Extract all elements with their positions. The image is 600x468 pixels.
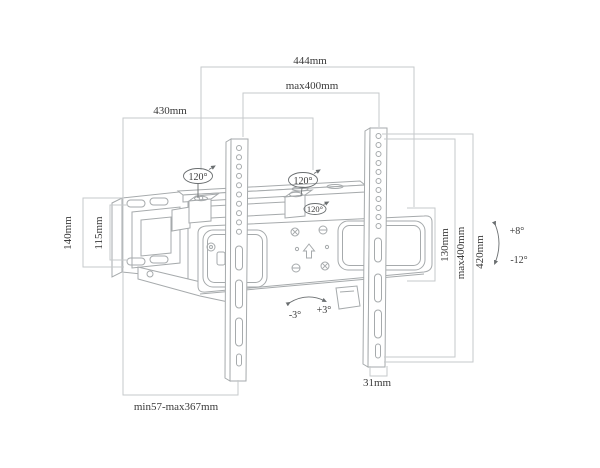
edge-screw <box>206 242 216 252</box>
edge-screw-center <box>209 245 213 249</box>
wall-plate-side-face <box>111 197 123 278</box>
swivel-left-arrow <box>208 165 216 170</box>
dimension-labels: 444mm max400mm 430mm 140mm 115mm 130mm m… <box>62 55 486 413</box>
dim-label-overall-width: 444mm <box>293 55 327 67</box>
swivel-right-leader <box>300 187 303 197</box>
lower-arm-joint <box>146 270 154 278</box>
wall-bracket-stub <box>171 206 191 232</box>
dim-label-rail-width: 31mm <box>363 377 392 389</box>
latch-block <box>216 251 226 266</box>
wall-plate-slot <box>149 197 169 206</box>
left-rail <box>224 138 249 382</box>
screw-icon <box>320 261 330 271</box>
screw-cross <box>291 228 299 236</box>
dim-line-arm-width-and-extension <box>122 117 314 396</box>
left-rail-front <box>229 138 249 382</box>
dim-line-rail-width <box>369 366 388 377</box>
screw-cross <box>321 262 329 270</box>
dim-line-vesa-width <box>242 92 380 137</box>
left-pivot-bolt <box>198 195 204 201</box>
dim-line-wall-plate-height <box>82 197 124 268</box>
swivel-joint-ellipse <box>303 203 327 215</box>
angle-labels: 120° 120° 120° -3° +3° +8° -12° <box>189 172 528 321</box>
wall-plate-inner-cutout <box>140 216 172 257</box>
arm-slot <box>326 184 344 189</box>
right-rail-slots <box>374 237 382 359</box>
dim-label-corner-bracket-height: 130mm <box>439 228 451 262</box>
center-screws <box>290 225 330 273</box>
angle-label-level-right: +3° <box>317 305 332 316</box>
dim-label-rail-length: 420mm <box>474 235 486 269</box>
angle-label-swivel-right: 120° <box>294 176 313 187</box>
tilt-arc <box>491 220 500 265</box>
dim-label-vesa-width: max400mm <box>286 80 339 92</box>
left-rail-holes <box>236 145 242 235</box>
level-arc <box>285 296 327 307</box>
tilt-bracket-line <box>339 290 355 293</box>
angle-annotations <box>183 165 500 307</box>
right-pivot-front <box>284 194 306 219</box>
dim-label-extension-range: min57-max367mm <box>134 401 219 413</box>
arm-link-bar <box>210 201 286 219</box>
up-arrow-icon <box>302 243 316 259</box>
right-pivot-cap <box>289 191 303 198</box>
dimension-lines <box>82 66 474 396</box>
angle-label-tilt-up: +8° <box>510 226 525 237</box>
dim-label-slot-spacing: 115mm <box>93 216 105 250</box>
swivel-left-ellipse <box>183 168 213 184</box>
wall-plate-slot <box>126 199 146 208</box>
dim-line-corner-bracket-height <box>407 207 436 282</box>
dim-label-vesa-height: max400mm <box>455 226 467 279</box>
right-rail-holes <box>375 133 382 229</box>
right-rail-front <box>367 127 388 368</box>
right-rail <box>362 127 388 368</box>
dim-line-vesa-height <box>384 138 456 358</box>
swivel-right-arrow <box>313 169 321 174</box>
angle-label-swivel-joint: 120° <box>307 204 323 214</box>
wall-plate-slot <box>149 255 169 264</box>
pin-hole <box>294 246 300 252</box>
angle-label-level-left: -3° <box>289 310 301 321</box>
dim-line-slot-spacing <box>109 204 128 261</box>
left-rail-slots <box>235 245 243 367</box>
dim-label-arm-width: 430mm <box>153 105 187 117</box>
angle-label-swivel-left: 120° <box>189 172 208 183</box>
swivel-right-ellipse <box>288 172 318 188</box>
wall-plate-slot <box>126 257 146 266</box>
left-pivot-front <box>188 198 212 224</box>
dim-label-wall-plate-height: 140mm <box>62 216 74 250</box>
screw-icon <box>290 227 300 237</box>
wall-plate-inner-frame <box>131 206 181 269</box>
tilt-bracket <box>335 285 361 310</box>
pin-hole <box>324 244 330 250</box>
swivel-joint-arrow <box>323 201 330 206</box>
dim-line-rail-length <box>382 133 474 363</box>
angle-label-tilt-down: -12° <box>510 255 527 266</box>
